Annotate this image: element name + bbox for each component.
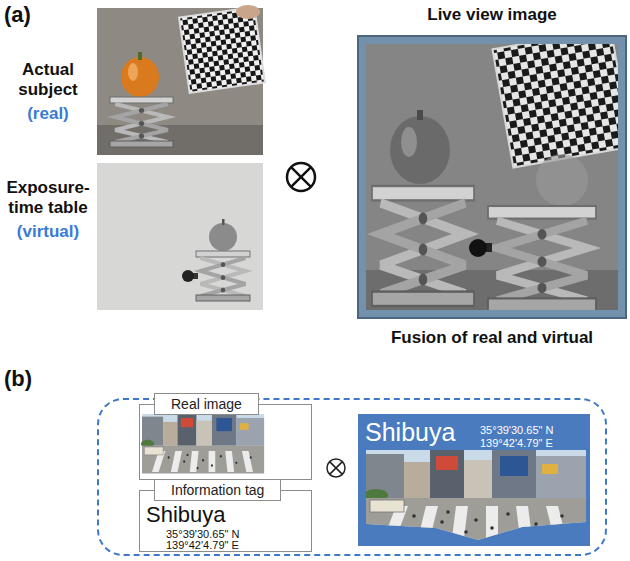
- box-tab: Real image: [154, 393, 259, 415]
- place-name: Shibuya: [146, 503, 226, 527]
- checkerboard-square: [492, 44, 618, 168]
- virtual-apple: [536, 154, 588, 206]
- scissor-lift: [372, 186, 474, 306]
- coordinate: 139°42'4.79" E: [480, 437, 553, 449]
- coordinate: 139°42'4.79" E: [166, 539, 239, 551]
- pepper: [390, 116, 450, 184]
- pepper-stem: [417, 110, 423, 120]
- city-photo: [364, 450, 586, 540]
- photo-panel: Exposure-time table(virtual): [97, 163, 263, 310]
- table-photo: [97, 163, 263, 310]
- panel-sublabel: (real): [1, 104, 95, 124]
- checkerboard-square: [179, 7, 265, 93]
- panel-sublabel: (virtual): [1, 222, 95, 242]
- apple-stem: [222, 219, 225, 225]
- live-view-content: [366, 44, 618, 310]
- panel-label: Exposure-time table: [1, 178, 95, 218]
- fused-view-background: [358, 414, 590, 546]
- fused-city-photo: [364, 450, 586, 540]
- tag-box: Information tagShibuya35°39'30.65" N139°…: [139, 490, 312, 552]
- place-name: Shibuya: [365, 418, 455, 446]
- multiply-symbol: [287, 163, 315, 191]
- scissor-lift: [110, 97, 173, 147]
- operator-circle: [327, 459, 345, 477]
- operator-cross: [291, 167, 311, 187]
- checkerboard: [492, 44, 618, 168]
- apple: [209, 223, 237, 251]
- subject-photo: [97, 5, 265, 155]
- pepper-highlight: [401, 127, 417, 157]
- output-panel: Live view imageFusion of real and virtua…: [358, 36, 626, 318]
- box-tab: Information tag: [154, 479, 281, 501]
- pepper-stem: [138, 52, 142, 60]
- coordinate: 35°39'30.65" N: [480, 424, 553, 436]
- photo-background: [97, 163, 263, 310]
- scissor-lift: [196, 251, 250, 301]
- multiply-symbol: [327, 459, 345, 477]
- panel-caption: Fusion of real and virtual: [358, 328, 626, 348]
- lift-knob: [469, 239, 487, 257]
- panel-heading: Live view image: [358, 5, 626, 25]
- image-box: Real image: [139, 404, 312, 480]
- pepper: [121, 57, 159, 97]
- hand: [236, 5, 260, 19]
- pepper-highlight: [128, 63, 138, 81]
- photo-panel: Actual subject(real): [97, 8, 263, 155]
- coordinate: 35°39'30.65" N: [166, 528, 239, 540]
- panel-label: Actual subject: [1, 60, 95, 100]
- fused-view-box: Shibuya 35°39'30.65" N139°42'4.79" E: [358, 414, 590, 546]
- panel-letter: (b): [4, 366, 32, 392]
- dashed-group: Real imageInformation tagShibuya35°39'30…: [97, 398, 607, 556]
- panel-letter: (a): [4, 2, 31, 28]
- virtual-scissor-lift: [488, 206, 596, 310]
- real-city-photo: [141, 414, 264, 473]
- live-view-photo: [358, 28, 630, 318]
- operator-circle: [287, 163, 315, 191]
- checkerboard: [179, 7, 265, 93]
- lift-knob: [182, 270, 194, 282]
- operator-cross: [330, 462, 343, 475]
